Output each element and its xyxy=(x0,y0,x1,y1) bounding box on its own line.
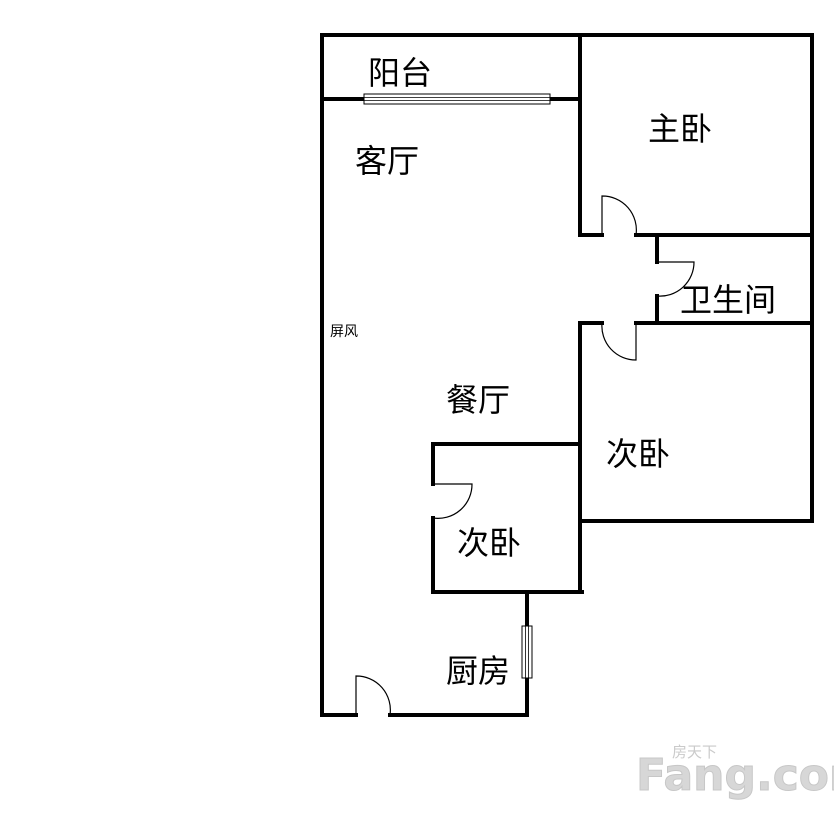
balcony-window xyxy=(363,93,551,105)
label-master-bedroom: 主卧 xyxy=(648,110,712,148)
bed3-door xyxy=(432,483,473,519)
watermark-site: Fang.com xyxy=(636,750,834,801)
label-kitchen: 厨房 xyxy=(446,652,510,690)
label-screen: 屏风 xyxy=(330,324,358,340)
label-bathroom: 卫生间 xyxy=(680,281,776,319)
label-dining-room: 餐厅 xyxy=(446,381,510,419)
bathroom-door xyxy=(656,261,695,297)
windows xyxy=(363,93,551,679)
label-balcony: 阳台 xyxy=(368,54,432,92)
kitchen-window xyxy=(521,625,533,679)
label-second-bedroom-left: 次卧 xyxy=(457,524,521,562)
watermark-logo: Fang.com 房天下 xyxy=(636,743,834,802)
room-labels: 阳台 客厅 主卧 卫生间 屏风 餐厅 次卧 次卧 厨房 xyxy=(330,54,776,690)
entrance-door xyxy=(355,675,391,716)
label-second-bedroom-right: 次卧 xyxy=(606,435,670,473)
label-living-room: 客厅 xyxy=(355,142,419,180)
watermark-tagline: 房天下 xyxy=(672,743,717,761)
master-door xyxy=(601,195,637,236)
walls xyxy=(320,33,814,717)
doors xyxy=(355,195,695,716)
bed2-door xyxy=(601,322,637,361)
